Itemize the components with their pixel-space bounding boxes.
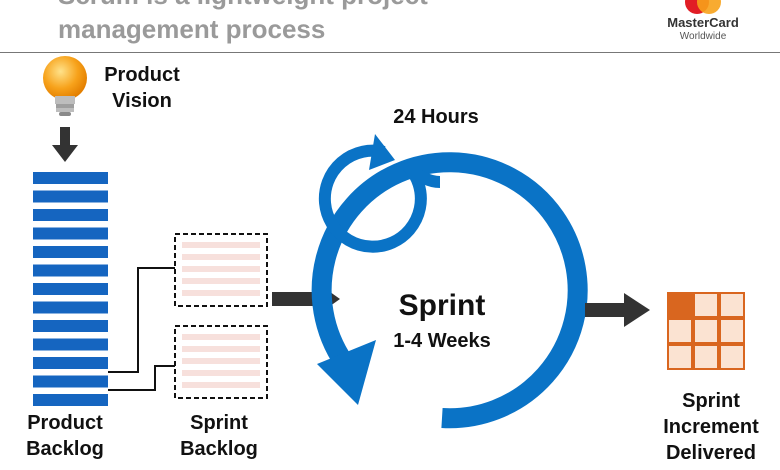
backlog-item: [33, 320, 108, 332]
mastercard-logo-icon: [685, 0, 721, 14]
sprint-backlog-item: [182, 266, 260, 272]
label-sprint-increment: Sprint Increment Delivered: [663, 390, 759, 464]
backlog-item: [33, 338, 108, 351]
backlog-item: [33, 209, 108, 221]
backlog-item: [33, 264, 108, 277]
daily-cycle-icon: [318, 134, 441, 253]
sprint-backlog-item: [182, 334, 260, 340]
backlog-item: [33, 246, 108, 258]
backlog-item: [33, 301, 108, 314]
backlog-item: [33, 375, 108, 388]
page-title: Scrum is a lightweight project managemen…: [58, 0, 428, 46]
sprint-backlog-item: [182, 382, 260, 388]
increment-cell: [693, 344, 719, 370]
brand: MasterCard Worldwide: [658, 0, 748, 44]
increment-cell: [667, 344, 693, 370]
sprint-backlog-item: [182, 346, 260, 352]
sprint-backlog-box-1: [174, 233, 268, 307]
increment-cell: [719, 292, 745, 318]
sprint-backlog-item: [182, 254, 260, 260]
increment-cell: [693, 318, 719, 344]
backlog-item: [33, 357, 108, 369]
label-product-vision: Product Vision: [104, 64, 180, 112]
sprint-backlog-item: [182, 278, 260, 284]
increment-grid-icon: [667, 292, 745, 370]
sprint-backlog-item: [182, 358, 260, 364]
increment-cell: [667, 318, 693, 344]
increment-cell: [667, 292, 693, 318]
sprint-backlog-item: [182, 242, 260, 248]
vision-to-backlog-arrow: [52, 127, 78, 162]
title-line-2: management process: [58, 14, 326, 44]
header-divider: [0, 52, 780, 53]
sprint-backlog-item: [182, 290, 260, 296]
label-sprint: Sprint: [398, 289, 486, 322]
title-line-1: Scrum is a lightweight project: [58, 0, 428, 12]
increment-cell: [693, 292, 719, 318]
sprint-backlog-box-2: [174, 325, 268, 399]
brand-sub: Worldwide: [679, 31, 727, 42]
brand-name: MasterCard: [667, 15, 739, 30]
lightbulb-icon: [43, 56, 87, 116]
backlog-item: [33, 172, 108, 184]
increment-cell: [719, 318, 745, 344]
label-24-hours: 24 Hours: [393, 106, 479, 128]
backlog-item: [33, 190, 108, 203]
sprint-backlog-item: [182, 370, 260, 376]
product-backlog-stack: [33, 172, 108, 406]
backlog-item: [33, 283, 108, 295]
label-sprint-duration: 1-4 Weeks: [393, 330, 491, 352]
increment-cell: [719, 344, 745, 370]
sprint-cycle-icon: [311, 152, 588, 429]
label-product-backlog: Product Backlog: [26, 412, 104, 460]
label-sprint-backlog: Sprint Backlog: [180, 412, 258, 460]
backlog-item: [33, 394, 108, 406]
backlog-connectors: [108, 267, 175, 391]
backlog-item: [33, 227, 108, 240]
sprint-to-increment-arrow: [585, 293, 650, 327]
